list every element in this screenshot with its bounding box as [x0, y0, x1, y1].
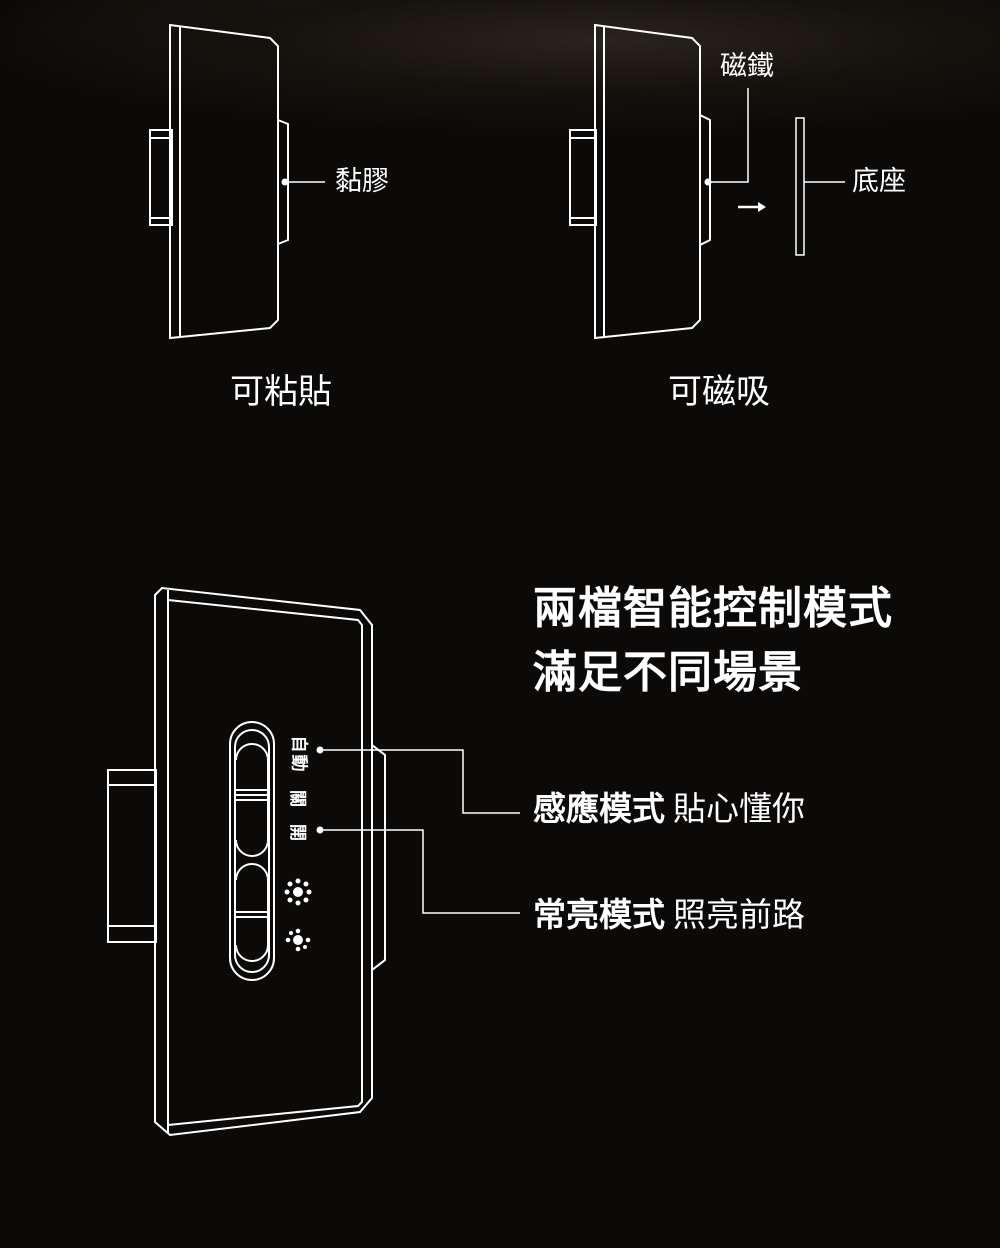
- switch-label-auto: 自動: [288, 735, 309, 774]
- adhesive-caption: 可粘貼: [230, 372, 332, 412]
- magnet-label: 磁鐵: [720, 51, 774, 82]
- mode-name: 常亮模式: [533, 895, 665, 934]
- background-photo: [0, 0, 1000, 130]
- device-adhesive-diagram: [149, 23, 325, 340]
- mode-desc: 貼心懂你: [673, 789, 805, 828]
- mode-name: 感應模式: [533, 789, 665, 828]
- device-switch-diagram: [107, 586, 520, 1137]
- switch-label-on: 開: [287, 824, 307, 843]
- headline-line2: 滿足不同場景: [533, 647, 803, 698]
- mode-desc: 照亮前路: [673, 895, 805, 934]
- magnet-caption: 可磁吸: [668, 372, 770, 412]
- base-label: 底座: [852, 166, 906, 197]
- sun-icon: [284, 878, 312, 906]
- device-magnet-diagram: [569, 23, 845, 340]
- adhesive-label: 黏膠: [335, 166, 389, 197]
- headline-line1: 兩檔智能控制模式: [533, 583, 893, 634]
- mode-always-on: 常亮模式照亮前路: [533, 898, 805, 931]
- mode-sensor: 感應模式貼心懂你: [533, 792, 805, 825]
- sun-small-icon: [285, 928, 311, 952]
- switch-label-off: 關: [287, 790, 307, 809]
